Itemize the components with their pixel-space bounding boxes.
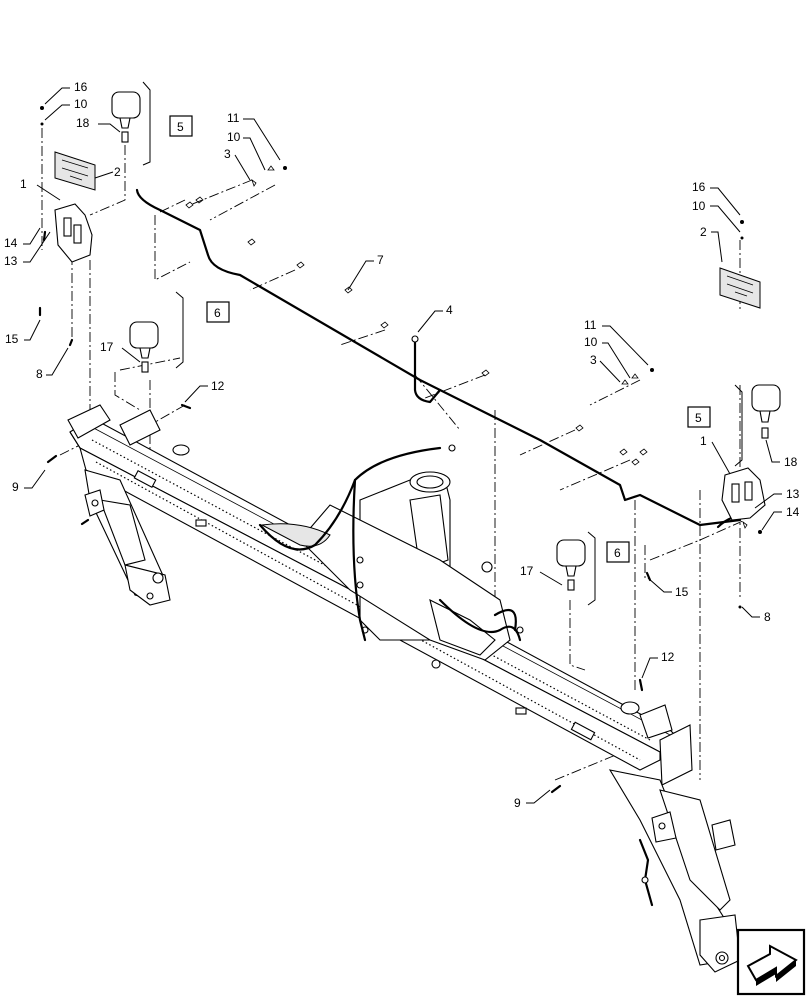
callout-15: 15 [5,332,19,346]
callout-9: 9 [12,480,19,494]
svg-text:5: 5 [695,411,702,425]
center-top-fasteners [251,165,287,187]
left-upper-lamp-group [38,81,151,347]
assembly-ref-6-left[interactable]: 6 [206,301,230,323]
callout-17: 17 [100,340,114,354]
assembly-reference-boxes: 5 6 5 6 [169,115,711,563]
svg-text:6: 6 [614,546,621,560]
callout-11: 11 [227,111,240,125]
callout-14: 14 [4,236,18,250]
callout-12: 12 [211,379,225,393]
assembly-ref-5-left[interactable]: 5 [169,115,193,137]
callout-2: 2 [114,165,121,179]
callout-10: 10 [692,199,706,213]
callout-12: 12 [661,650,675,664]
callout-15: 15 [675,585,689,599]
callout-18: 18 [76,116,90,130]
svg-text:6: 6 [214,306,221,320]
callout-9: 9 [514,796,521,810]
callout-18: 18 [784,455,798,469]
callout-4: 4 [446,303,453,317]
left-leg [80,469,171,606]
left-lower-lamp-group [46,291,192,464]
callout-14: 14 [786,505,800,519]
callout-13: 13 [786,487,800,501]
assembly-ref-5-right[interactable]: 5 [687,406,711,428]
callouts: 16 10 18 1 2 14 13 15 8 17 12 9 11 10 3 … [4,80,800,810]
callout-10: 10 [74,97,88,111]
next-page-arrow-icon[interactable] [736,928,806,996]
svg-text:5: 5 [177,120,184,134]
callout-13: 13 [4,254,18,268]
right-lower-lamp-group [550,531,644,794]
callout-10: 10 [584,335,598,349]
callout-8: 8 [764,610,771,624]
right-upper-lamp-group [621,220,781,609]
callout-2: 2 [700,225,707,239]
leader-lines [23,87,782,804]
callout-8: 8 [36,367,43,381]
callout-16: 16 [74,80,88,94]
callout-17: 17 [520,564,534,578]
callout-1: 1 [700,434,707,448]
callout-7: 7 [377,253,384,267]
callout-3: 3 [224,147,231,161]
right-leg [608,769,741,973]
callout-11: 11 [584,318,597,332]
harness-clips [185,196,648,466]
callout-1: 1 [20,177,27,191]
callout-10: 10 [227,130,241,144]
callout-16: 16 [692,180,706,194]
hydraulic-hoses [258,444,524,642]
callout-3: 3 [590,353,597,367]
assembly-ref-6-right[interactable]: 6 [606,541,630,563]
